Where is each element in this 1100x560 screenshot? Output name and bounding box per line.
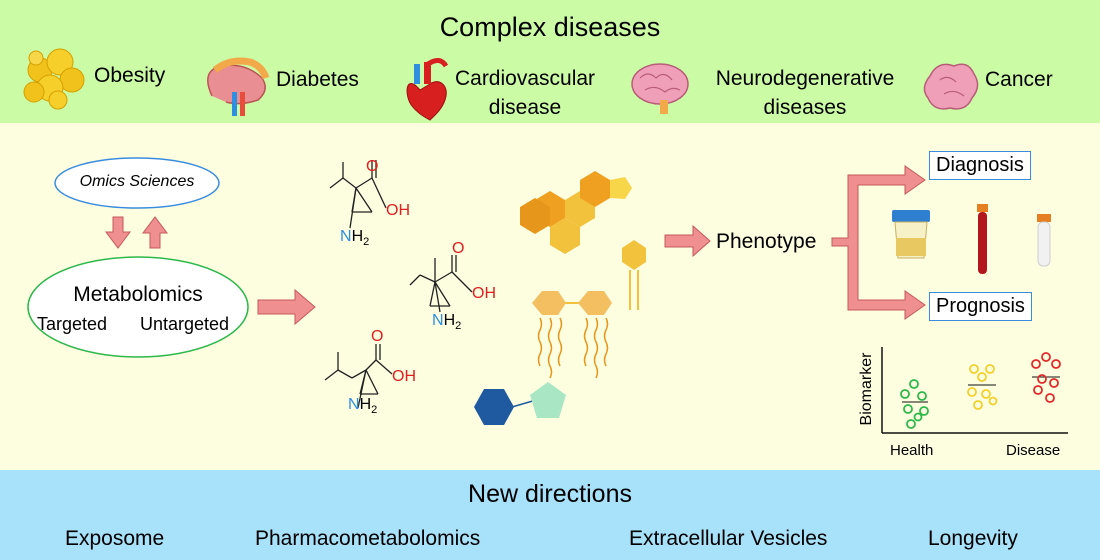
molecule-1-n: N	[340, 228, 352, 245]
molecule-2-sub: 2	[455, 320, 462, 333]
footer-item-pharmacometabolomics: Pharmacometabolomics	[255, 527, 481, 550]
lipid-single	[622, 240, 646, 310]
molecule-1	[329, 160, 387, 229]
plot-x-health: Health	[890, 442, 934, 459]
footer-item-exposome: Exposome	[65, 527, 165, 550]
footer-title: New directions	[468, 480, 632, 508]
molecule-1-hydroxyl-text: OH	[386, 202, 410, 219]
molecule-2-oxygen: O	[452, 240, 465, 257]
molecule-3-hydroxyl: OH	[392, 368, 416, 386]
molecule-3-h: H	[359, 396, 372, 413]
plot-x-disease: Disease	[1006, 442, 1061, 459]
complex-diseases-band	[0, 0, 1100, 123]
omics-sciences-label: Omics Sciences	[79, 173, 195, 190]
molecule-1-hydroxyl: OH	[386, 202, 410, 220]
molecule-2-n: N	[432, 312, 444, 329]
molecule-3	[324, 344, 393, 409]
footer-item-extracellular-vesicles: Extracellular Vesicles	[629, 527, 828, 550]
phospholipid-pair	[532, 291, 612, 379]
molecule-2-h: H	[443, 312, 456, 329]
metabolomics-ellipse	[27, 256, 249, 358]
disease-label-obesity: Obesity	[94, 64, 166, 87]
disease-label-cardiovascular-line1: Cardiovascular	[454, 67, 596, 90]
plot-ylabel: Biomarker	[858, 352, 875, 426]
arrow-to-metabolites	[257, 288, 316, 326]
phenotype-label: Phenotype	[716, 230, 817, 253]
molecule-2-hydroxyl-text: OH	[472, 285, 496, 302]
untargeted-label: Untargeted	[140, 314, 230, 334]
molecule-3-hydroxyl-text: OH	[392, 368, 416, 385]
molecule-1-sub: 2	[363, 236, 370, 249]
footer-item-longevity: Longevity	[928, 527, 1018, 550]
sugar-rings	[474, 382, 566, 425]
molecule-1-h: H	[351, 228, 364, 245]
targeted-label: Targeted	[37, 314, 108, 334]
omics-exchange-arrows	[105, 216, 168, 249]
diagnosis-box: Diagnosis	[929, 151, 1031, 180]
pancreas-icon	[207, 57, 270, 116]
molecule-1-oxygen: O	[366, 158, 379, 175]
disease-label-cancer: Cancer	[985, 68, 1053, 91]
disease-label-neuro-line1: Neurodegenerative	[715, 67, 895, 90]
disease-label-diabetes: Diabetes	[276, 68, 359, 91]
biomarker-plot	[881, 347, 1068, 434]
molecule-3-oxygen: O	[371, 328, 384, 345]
omics-ellipse	[54, 157, 220, 209]
disease-label-cardiovascular-line2: disease	[488, 96, 562, 119]
header-title: Complex diseases	[439, 12, 661, 42]
tumor-icon	[923, 63, 979, 110]
phenotype-branch	[831, 165, 926, 320]
molecule-3-amine: NH2	[348, 396, 377, 416]
metabolomics-label: Metabolomics	[73, 283, 203, 306]
disease-label-neuro-line2: diseases	[763, 96, 847, 119]
molecule-2-hydroxyl: OH	[472, 285, 496, 303]
molecule-2	[409, 255, 473, 313]
heart-icon	[406, 58, 449, 121]
fat-cells-icon	[23, 48, 85, 110]
brain-icon	[631, 63, 689, 114]
molecule-3-n: N	[348, 396, 360, 413]
molecule-2-amine: NH2	[432, 312, 461, 332]
lipid-hexagons	[520, 171, 632, 254]
molecule-1-amine: NH2	[340, 228, 369, 248]
sample-tubes-icons	[892, 204, 1051, 274]
prognosis-box: Prognosis	[929, 292, 1032, 321]
arrow-to-phenotype	[664, 224, 711, 258]
molecule-3-sub: 2	[371, 404, 378, 417]
new-directions-band	[0, 470, 1100, 560]
